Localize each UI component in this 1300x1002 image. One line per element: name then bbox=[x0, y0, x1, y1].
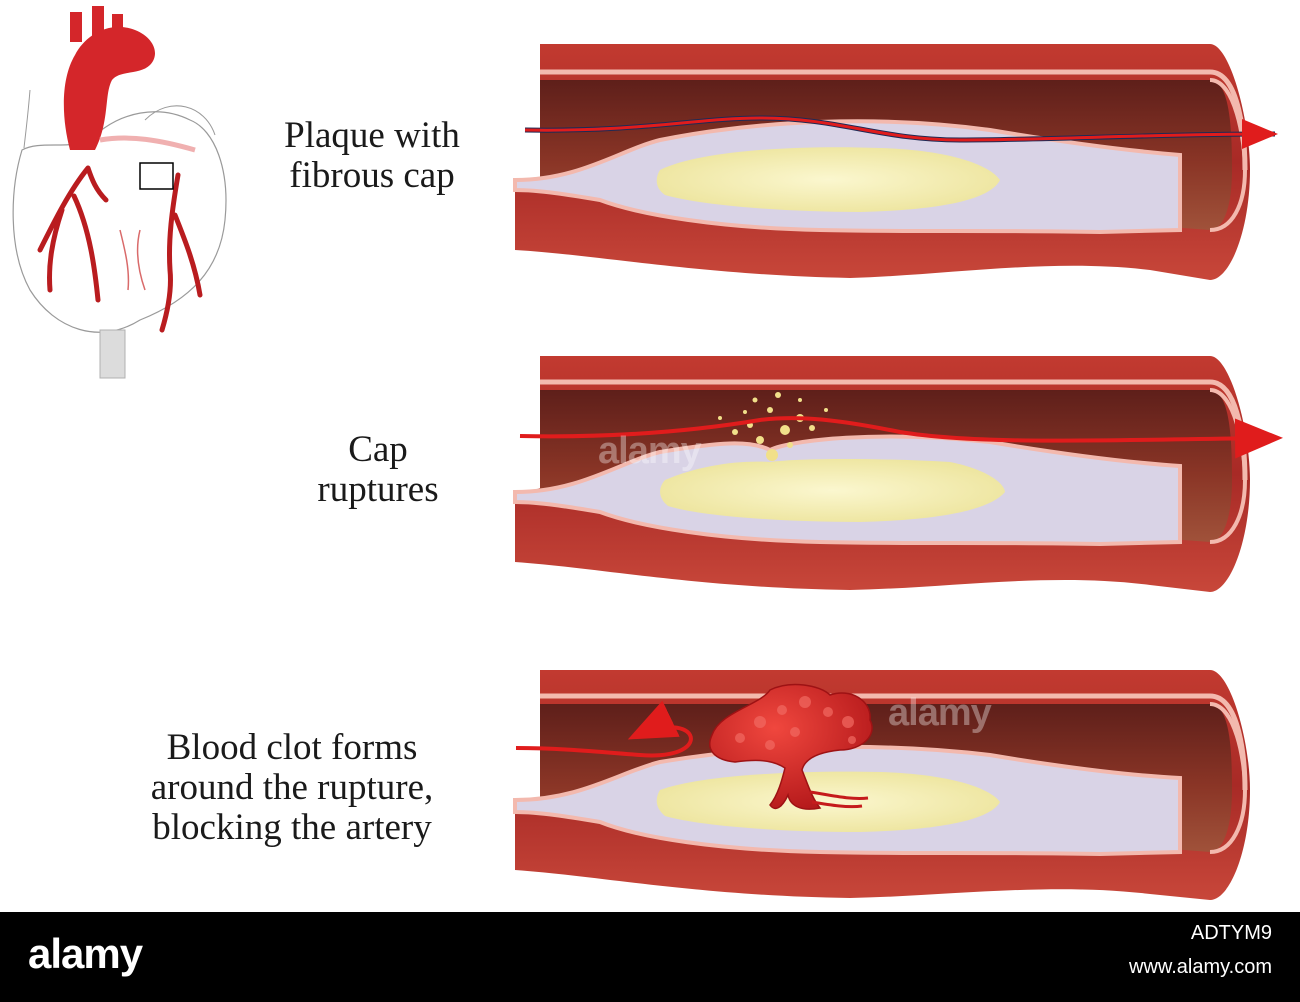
zoom-box bbox=[139, 162, 174, 190]
label-line: Blood clot forms bbox=[166, 727, 418, 768]
label-cap-ruptures: Cap ruptures bbox=[298, 430, 458, 510]
watermark: alamy bbox=[888, 692, 992, 734]
artery-panel-1 bbox=[513, 44, 1278, 280]
footer-url: www.alamy.com bbox=[1129, 956, 1272, 978]
label-plaque-with-fibrous-cap: Plaque with fibrous cap bbox=[262, 116, 482, 196]
label-blood-clot-forms: Blood clot forms around the rupture, blo… bbox=[112, 728, 472, 848]
artery-panel-2 bbox=[513, 356, 1283, 592]
label-line: around the rupture, bbox=[150, 767, 434, 808]
blood-clot bbox=[709, 683, 873, 810]
watermark: alamy bbox=[598, 430, 702, 472]
label-line: Cap bbox=[348, 429, 408, 470]
label-line: blocking the artery bbox=[152, 807, 432, 848]
image-id: ADTYM9 bbox=[1190, 922, 1272, 944]
footer-bar: alamy ADTYM9 www.alamy.com bbox=[0, 912, 1300, 1002]
label-line: fibrous cap bbox=[289, 155, 455, 196]
artery-panel-3 bbox=[513, 670, 1250, 900]
heart-illustration bbox=[12, 6, 227, 379]
footer-logo: alamy bbox=[28, 930, 143, 977]
label-line: Plaque with bbox=[284, 115, 460, 156]
label-line: ruptures bbox=[317, 469, 439, 510]
rupture-debris bbox=[718, 392, 828, 461]
